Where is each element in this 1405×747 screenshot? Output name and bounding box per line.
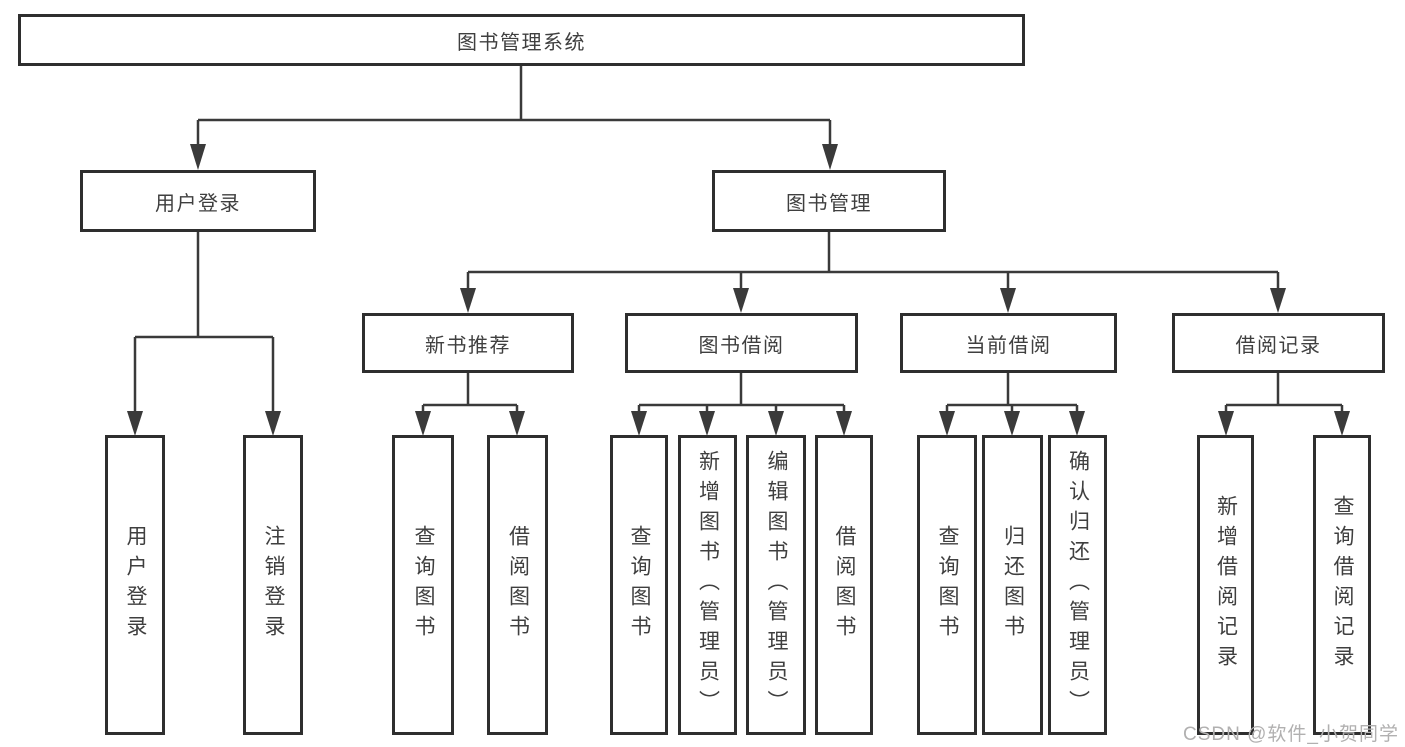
connector-book-borrowing (637, 373, 846, 416)
connector-arrowheads (127, 144, 1350, 436)
arrowhead-icon (1218, 411, 1234, 436)
leaf-query-books-2: 查询图书 (610, 435, 668, 735)
arrowhead-icon (1270, 288, 1286, 313)
csdn-watermark: CSDN @软件_小贺同学 (1183, 724, 1399, 745)
arrowhead-icon (1069, 411, 1085, 436)
arrowhead-icon (631, 411, 647, 436)
arrowhead-icon (1334, 411, 1350, 436)
leaf-borrow-books-2-label: 借阅图书 (833, 525, 857, 645)
arrowhead-icon (265, 411, 281, 436)
connector-current-borrowing (945, 373, 1079, 416)
leaf-query-books-3-label: 查询图书 (936, 525, 960, 645)
node-user-login-label: 用户登录 (155, 192, 241, 215)
leaf-confirm-return-admin: 确认归还（管理员） (1048, 435, 1107, 735)
arrowhead-icon (836, 411, 852, 436)
node-root-label: 图书管理系统 (457, 31, 586, 54)
node-book-management-label: 图书管理 (786, 192, 872, 215)
leaf-add-borrow-record: 新增借阅记录 (1197, 435, 1254, 735)
arrowhead-icon (768, 411, 784, 436)
node-book-borrowing: 图书借阅 (625, 313, 858, 373)
leaf-logout-label: 注销登录 (262, 525, 286, 645)
arrowhead-icon (415, 411, 431, 436)
leaf-add-borrow-record-label: 新增借阅记录 (1214, 495, 1238, 675)
node-new-book-recommend: 新书推荐 (362, 313, 574, 373)
node-current-borrowing-label: 当前借阅 (965, 334, 1052, 357)
leaf-query-books-1-label: 查询图书 (412, 525, 436, 645)
connector-borrowing-records (1224, 373, 1344, 416)
arrowhead-icon (127, 411, 143, 436)
arrowhead-icon (1004, 411, 1020, 436)
node-user-login: 用户登录 (80, 170, 316, 232)
node-borrowing-records-label: 借阅记录 (1235, 334, 1322, 357)
leaf-query-borrow-record-label: 查询借阅记录 (1331, 495, 1355, 675)
leaf-borrow-books-2: 借阅图书 (815, 435, 873, 735)
leaf-logout: 注销登录 (243, 435, 303, 735)
connector-book-management (466, 232, 1280, 292)
connector-user-login (133, 232, 275, 416)
leaf-query-books-3: 查询图书 (917, 435, 977, 735)
leaf-borrow-books-1-label: 借阅图书 (506, 525, 530, 645)
arrowhead-icon (460, 288, 476, 313)
leaf-user-login-label: 用户登录 (124, 525, 148, 645)
node-current-borrowing: 当前借阅 (900, 313, 1117, 373)
arrowhead-icon (699, 411, 715, 436)
connector-lines (133, 66, 1344, 416)
arrowhead-icon (1000, 288, 1016, 313)
node-root: 图书管理系统 (18, 14, 1025, 66)
arrowhead-icon (733, 288, 749, 313)
node-book-borrowing-label: 图书借阅 (698, 334, 785, 357)
connector-new-book-recommend (421, 373, 519, 416)
leaf-query-borrow-record: 查询借阅记录 (1313, 435, 1371, 735)
arrowhead-icon (509, 411, 525, 436)
arrowhead-icon (822, 144, 838, 170)
leaf-edit-books-admin-label: 编辑图书（管理员） (765, 450, 789, 720)
leaf-add-books-admin: 新增图书（管理员） (678, 435, 737, 735)
leaf-query-books-2-label: 查询图书 (628, 525, 652, 645)
leaf-user-login: 用户登录 (105, 435, 165, 735)
leaf-confirm-return-admin-label: 确认归还（管理员） (1066, 450, 1090, 720)
connector-root (196, 66, 832, 150)
leaf-edit-books-admin: 编辑图书（管理员） (746, 435, 806, 735)
leaf-return-books-label: 归还图书 (1001, 525, 1025, 645)
leaf-borrow-books-1: 借阅图书 (487, 435, 548, 735)
node-book-management: 图书管理 (712, 170, 946, 232)
node-borrowing-records: 借阅记录 (1172, 313, 1385, 373)
leaf-query-books-1: 查询图书 (392, 435, 454, 735)
leaf-add-books-admin-label: 新增图书（管理员） (696, 450, 720, 720)
arrowhead-icon (939, 411, 955, 436)
leaf-return-books: 归还图书 (982, 435, 1043, 735)
node-new-book-recommend-label: 新书推荐 (425, 334, 511, 357)
arrowhead-icon (190, 144, 206, 170)
